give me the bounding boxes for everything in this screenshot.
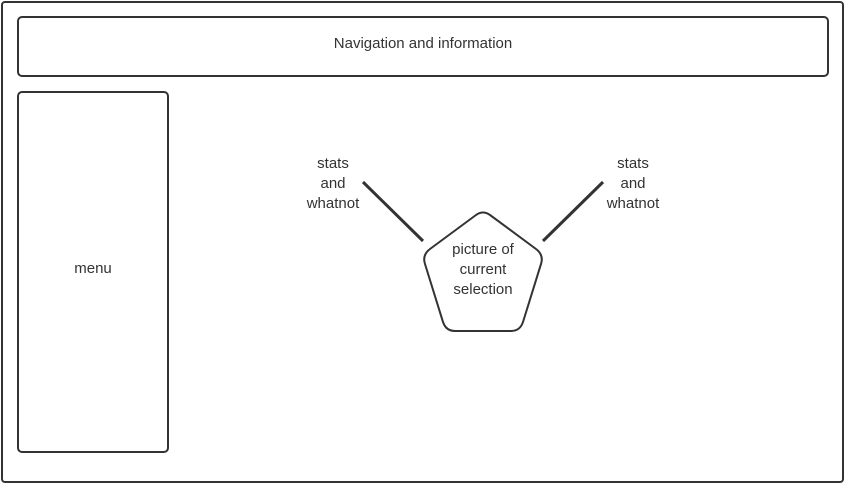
navigation-bar-label: Navigation and information <box>333 35 513 52</box>
navigation-bar-box <box>17 16 829 77</box>
selection-picture-label: picture of current selection <box>452 241 514 298</box>
selection-picture-pentagon <box>423 211 543 332</box>
menu-label: menu <box>74 260 112 277</box>
stats-left-label: stats and whatnot <box>306 155 360 212</box>
right-connector-line <box>541 180 605 243</box>
menu-box <box>17 91 169 453</box>
stats-right-label: stats and whatnot <box>606 155 660 212</box>
left-connector-line <box>361 180 425 243</box>
